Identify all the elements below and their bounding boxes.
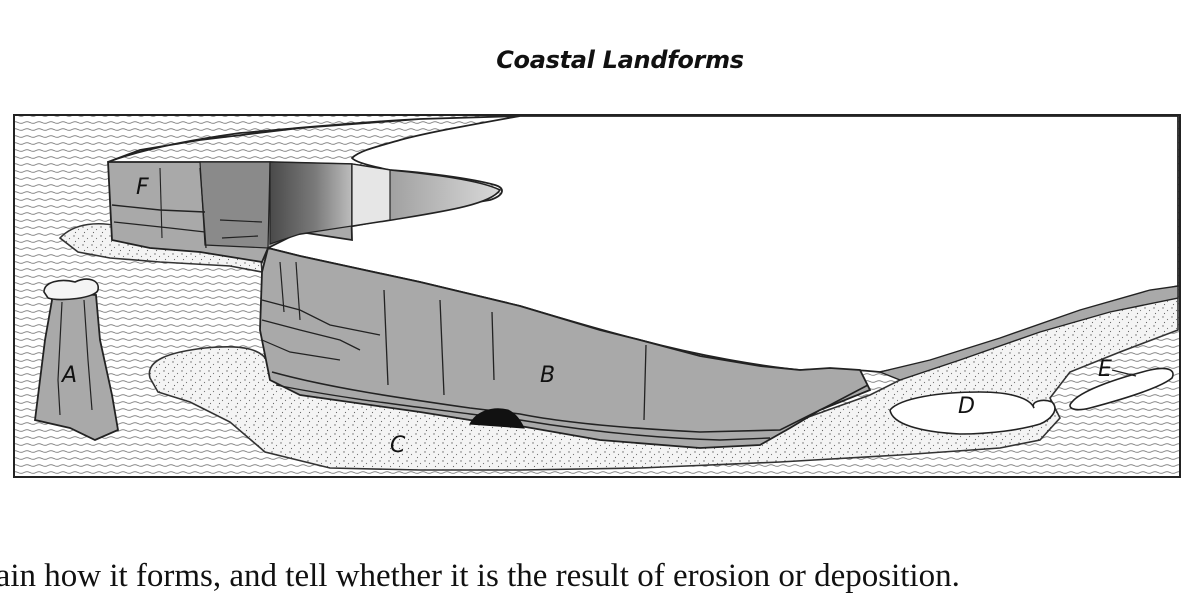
label-c: C: [390, 433, 406, 458]
label-f: F: [136, 175, 149, 200]
cliff-b: [259, 246, 872, 449]
label-d: D: [958, 394, 975, 419]
label-b: B: [540, 363, 555, 388]
sea-cave: [469, 408, 525, 429]
shoreline-strip: [877, 285, 1179, 381]
sea-stack-a-top: [43, 278, 99, 301]
leader-line-e: [1111, 369, 1137, 377]
label-a: A: [60, 363, 77, 388]
coastal-landforms-diagram: A B C D E F: [13, 114, 1181, 478]
sea-stack-a: [34, 291, 120, 441]
landform-d: [889, 391, 1056, 435]
figure-title: Coastal Landforms: [496, 46, 744, 74]
label-e: E: [1098, 357, 1112, 382]
question-text: plain how it forms, and tell whether it …: [0, 558, 960, 594]
sandbar-e: [1069, 367, 1174, 411]
